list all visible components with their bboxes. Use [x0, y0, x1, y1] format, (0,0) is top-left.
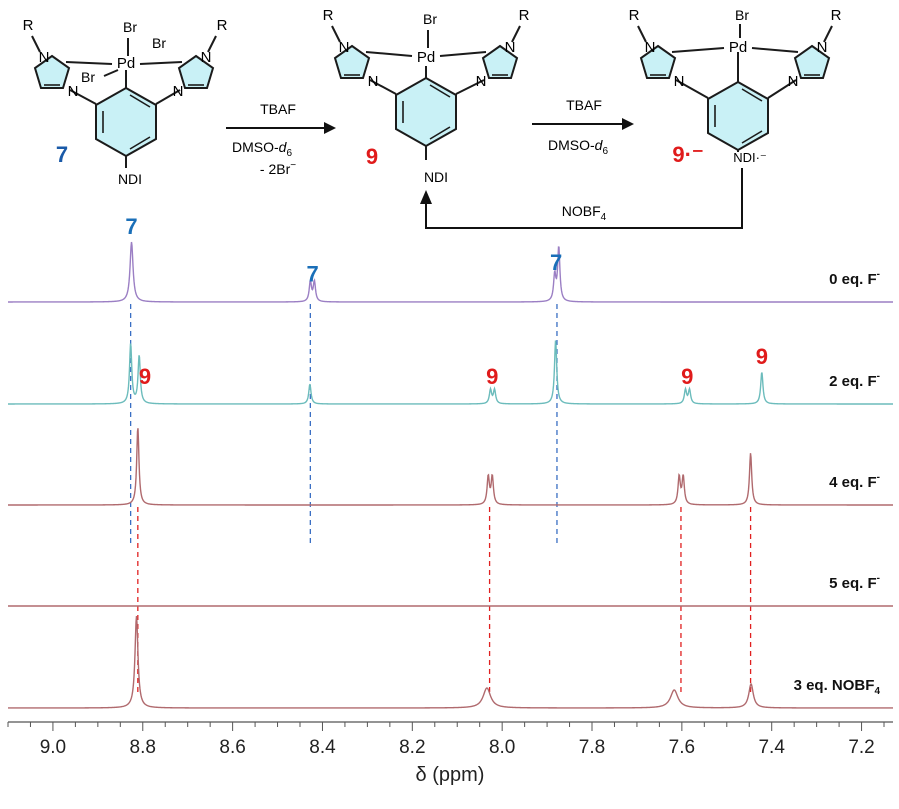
series-label: 5 eq. F- [829, 573, 880, 592]
nitrogen-label: N [505, 39, 516, 56]
metal-label: Pd [417, 49, 435, 66]
compound-7-structure: Pd Br Br Br N N N N R R NDI 7 [23, 17, 228, 187]
series-labels: 0 eq. F- 2 eq. F- 4 eq. F- 5 eq. F- 3 eq. NO… [794, 269, 881, 697]
peak-annotation: 9 [139, 364, 151, 389]
reagent-label: TBAF [260, 101, 296, 117]
x-tick-label: 7.8 [579, 737, 605, 758]
reaction-arrow-1: TBAF DMSO-d6 - 2Br− [226, 101, 336, 177]
bromide-label: Br [423, 11, 437, 27]
x-axis-label: δ (ppm) [416, 764, 485, 786]
reagent-label: NOBF [562, 203, 601, 219]
nitrogen-label: N [39, 49, 50, 66]
guide-lines [129, 304, 752, 694]
byproduct-label-sup: − [290, 160, 296, 171]
metal-label: Pd [117, 55, 135, 72]
bromide-label: Br [152, 35, 166, 51]
nitrogen-label: N [674, 73, 685, 90]
nitrogen-label: N [68, 83, 79, 100]
x-tick-label: 8.8 [130, 737, 156, 758]
nitrogen-label: N [788, 73, 799, 90]
compound-9-radical-anion-structure: Pd Br N N N N R R NDI·⁻ 9·⁻ [629, 7, 842, 167]
x-tick-label: 7.2 [848, 737, 874, 758]
peak-annotation: 7 [306, 261, 318, 286]
x-tick-label: 8.6 [219, 737, 245, 758]
series-label: 4 eq. F- [829, 472, 880, 491]
r-group-label: R [831, 7, 842, 24]
compound-9-radical-anion-substituent: NDI·⁻ [733, 150, 767, 165]
nitrogen-label: N [368, 73, 379, 90]
peak-annotation: 9 [486, 364, 498, 389]
r-group-label: R [323, 7, 334, 24]
svg-text:NOBF4: NOBF4 [562, 203, 607, 223]
r-group-label: R [23, 17, 34, 34]
peak-annotation: 7 [550, 250, 562, 275]
svg-text:DMSO-d6: DMSO-d6 [548, 137, 608, 157]
reaction-arrow-2: TBAF DMSO-d6 [532, 97, 634, 157]
nitrogen-label: N [173, 83, 184, 100]
reaction-arrow-3: NOBF4 [420, 168, 743, 229]
series-label: 2 eq. F- [829, 371, 880, 390]
x-tick-label: 8.4 [309, 737, 336, 758]
r-group-label: R [217, 17, 228, 34]
x-tick-label: 7.6 [669, 737, 695, 758]
nitrogen-label: N [817, 39, 828, 56]
solvent-label: DMSO- [232, 139, 279, 155]
reaction-scheme: Pd Br Br Br N N N N R R NDI 7 TBAF DMSO-… [23, 7, 842, 229]
spectrum-trace [8, 428, 893, 506]
series-label: 0 eq. F- [829, 269, 880, 288]
reagent-label-sub: 4 [601, 212, 607, 223]
bromide-label: Br [123, 19, 137, 35]
compound-9-radical-anion-label: 9·⁻ [672, 142, 703, 167]
x-tick-label: 9.0 [40, 737, 66, 758]
nitrogen-label: N [476, 73, 487, 90]
solvent-label: DMSO- [548, 137, 595, 153]
peak-annotations: 7 7 7 9 9 9 9 [125, 214, 768, 389]
byproduct-label: - 2Br [260, 161, 291, 177]
compound-9-structure: Pd Br N N N N R R NDI 9 [323, 7, 530, 185]
bromide-label: Br [81, 69, 95, 85]
x-tick-label: 7.4 [758, 737, 785, 758]
solvent-label-sub: d [595, 137, 604, 153]
metal-label: Pd [729, 39, 747, 56]
spectra [8, 241, 893, 709]
svg-text:- 2Br−: - 2Br− [260, 160, 296, 177]
r-group-label: R [629, 7, 640, 24]
nitrogen-label: N [201, 49, 212, 66]
peak-annotation: 7 [125, 214, 137, 239]
peak-annotation: 9 [681, 364, 693, 389]
solvent-label-sub: d [279, 139, 288, 155]
nitrogen-label: N [339, 39, 350, 56]
compound-9-label: 9 [366, 144, 378, 169]
solvent-label-subsub: 6 [286, 148, 292, 159]
x-tick-label: 8.0 [489, 737, 515, 758]
spectrum-trace [8, 241, 893, 303]
compound-7-substituent: NDI [118, 171, 142, 187]
peak-annotation: 9 [756, 344, 768, 369]
svg-text:DMSO-d6: DMSO-d6 [232, 139, 292, 159]
series-label: 3 eq. NOBF4 [794, 677, 881, 697]
bromide-label: Br [735, 7, 749, 23]
compound-7-label: 7 [56, 142, 68, 167]
spectrum-trace [8, 340, 893, 405]
reagent-label: TBAF [566, 97, 602, 113]
x-axis: 9.0 8.8 8.6 8.4 8.2 8.0 7.8 7.6 7.4 7.2 δ (ppm) [7, 721, 893, 786]
spectrum-trace [8, 615, 893, 709]
x-tick-label: 8.2 [399, 737, 425, 758]
compound-9-substituent: NDI [424, 169, 448, 185]
nitrogen-label: N [645, 39, 656, 56]
solvent-label-subsub: 6 [602, 146, 608, 157]
r-group-label: R [519, 7, 530, 24]
